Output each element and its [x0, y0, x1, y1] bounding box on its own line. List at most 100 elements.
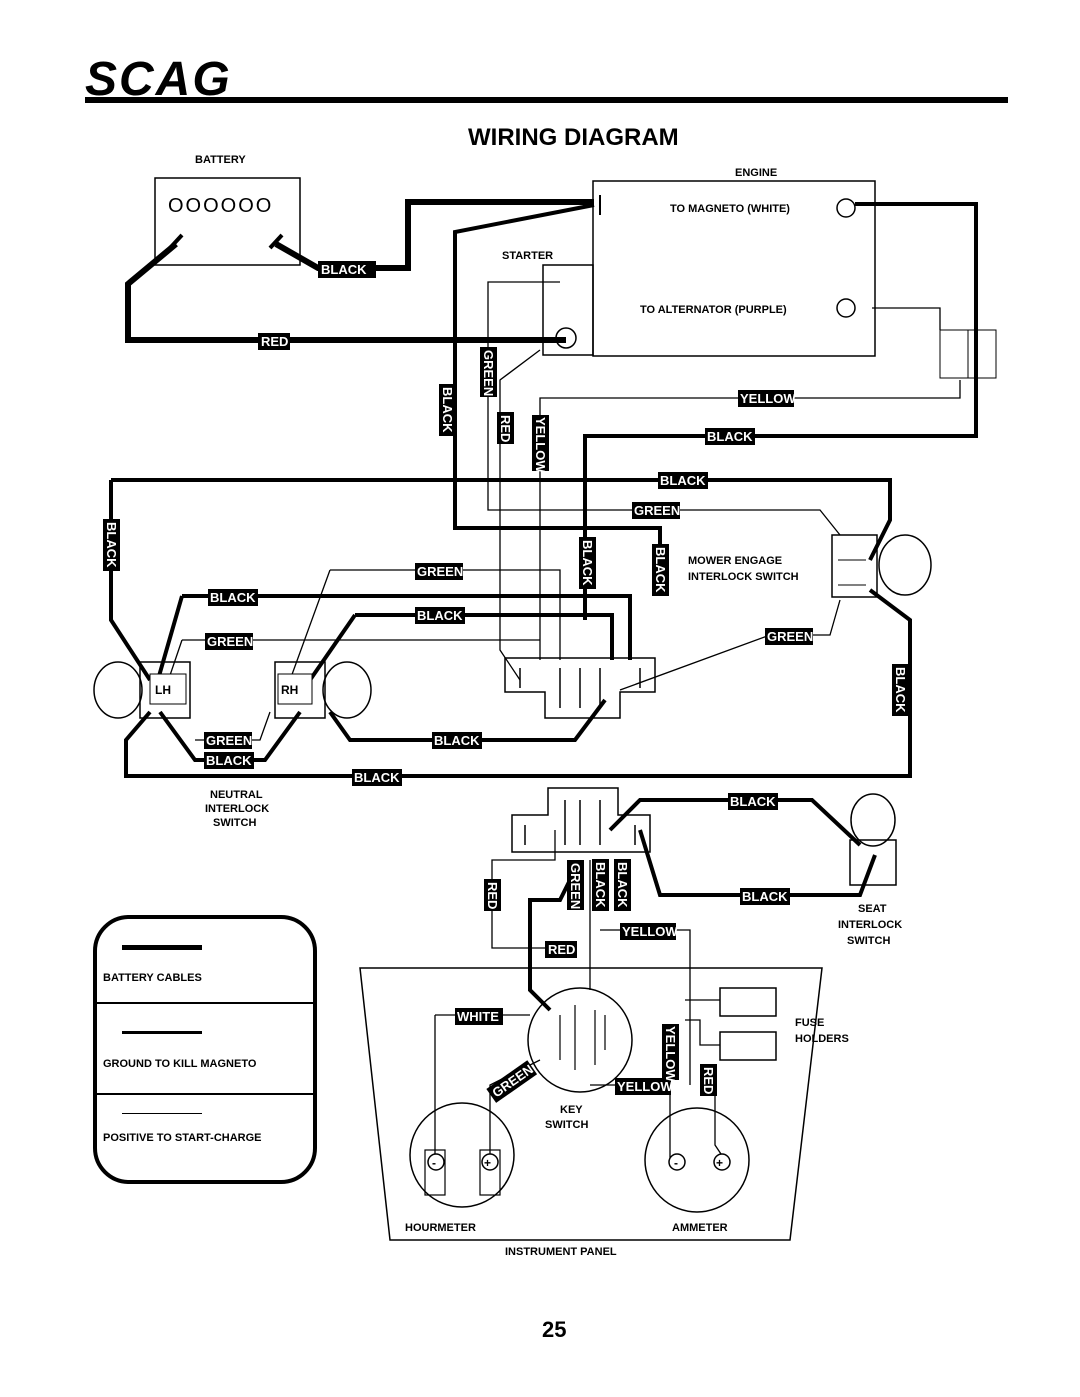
svg-text:BLACK: BLACK — [321, 262, 367, 277]
wire-label-black-v4: BLACK — [652, 544, 669, 596]
seat-label-2: INTERLOCK — [838, 919, 902, 931]
neutral-label-1: NEUTRAL — [210, 789, 263, 801]
svg-text:+: + — [484, 1156, 491, 1170]
wire-label-yellow-v1: YELLOW — [532, 415, 549, 473]
battery-cells: OOOOOO — [168, 195, 273, 217]
key-switch — [527, 987, 633, 1093]
wire-label-black-top: BLACK — [658, 472, 708, 489]
wire-label-red-battery: RED — [258, 333, 290, 350]
wire-label-black-seat-lower: BLACK — [740, 888, 790, 905]
wire-label-black-v7: BLACK — [614, 859, 631, 911]
wire-label-green-top: GREEN — [632, 502, 680, 519]
svg-text:YELLOW: YELLOW — [663, 1026, 678, 1082]
wire-label-black-rh-lower: BLACK — [432, 732, 482, 749]
hourmeter: - + — [409, 1102, 515, 1208]
svg-text:-: - — [432, 1156, 436, 1170]
svg-text:YELLOW: YELLOW — [617, 1079, 673, 1094]
svg-text:-: - — [674, 1156, 678, 1170]
starter — [542, 264, 594, 356]
wire-label-green-lh: GREEN — [205, 633, 253, 650]
svg-text:GREEN: GREEN — [207, 634, 253, 649]
to-magneto-label: TO MAGNETO (WHITE) — [670, 203, 790, 215]
seat-label-3: SWITCH — [847, 935, 890, 947]
svg-text:BLACK: BLACK — [210, 590, 256, 605]
wire-label-black-lh-lower: BLACK — [204, 752, 254, 769]
wire-label-green-v2: GREEN — [567, 860, 584, 910]
legend-swatch-positive — [122, 1113, 202, 1114]
legend-positive: POSITIVE TO START-CHARGE — [103, 1132, 262, 1144]
svg-text:GREEN: GREEN — [489, 1062, 535, 1101]
wire-label-red-v1: RED — [497, 412, 514, 444]
mower-engage-switch — [831, 534, 932, 598]
svg-text:BLACK: BLACK — [417, 608, 463, 623]
instrument-panel — [359, 967, 823, 1241]
relay-block-upper — [504, 657, 656, 719]
seat-label-1: SEAT — [858, 903, 887, 915]
key-label-1: KEY — [560, 1104, 583, 1116]
svg-text:BLACK: BLACK — [893, 667, 908, 713]
seat-interlock-switch — [849, 793, 897, 886]
svg-text:BLACK: BLACK — [615, 862, 630, 908]
magneto-terminal — [836, 198, 856, 218]
wire-label-red-v2: RED — [484, 879, 501, 911]
wire-label-black-battery: BLACK — [318, 261, 376, 278]
wire-label-green-v3: GREEN — [486, 1060, 538, 1103]
svg-text:RED: RED — [498, 415, 513, 442]
mower-engage-label-1: MOWER ENGAGE — [688, 555, 782, 567]
wire-labels: BLACK RED YELLOW BLACK BLACK GREEN GREEN… — [204, 261, 813, 1095]
wire-label-white: WHITE — [455, 1008, 503, 1025]
svg-text:GREEN: GREEN — [481, 350, 496, 396]
wire-label-black-loop: BLACK — [352, 769, 402, 786]
diagram-title: WIRING DIAGRAM — [468, 124, 679, 151]
wire-label-red-v3: RED — [700, 1064, 717, 1096]
legend-ground: GROUND TO KILL MAGNETO — [103, 1058, 257, 1070]
svg-text:RED: RED — [701, 1067, 716, 1094]
svg-text:YELLOW: YELLOW — [533, 417, 548, 473]
svg-text:YELLOW: YELLOW — [622, 924, 678, 939]
wire-label-green-mower: GREEN — [765, 628, 813, 645]
svg-text:BLACK: BLACK — [660, 473, 706, 488]
lh-label: LH — [155, 683, 171, 697]
svg-text:BLACK: BLACK — [206, 753, 252, 768]
svg-text:GREEN: GREEN — [634, 503, 680, 518]
svg-text:BLACK: BLACK — [707, 429, 753, 444]
relay-block-lower — [511, 787, 651, 853]
wire-label-red-key: RED — [545, 941, 577, 958]
wire-label-black-v2: BLACK — [103, 519, 120, 571]
svg-text:BLACK: BLACK — [440, 387, 455, 433]
wire-label-yellow-key: YELLOW — [620, 923, 678, 940]
header-rule — [85, 97, 1008, 103]
svg-text:BLACK: BLACK — [593, 862, 608, 908]
engine-label: ENGINE — [735, 167, 777, 179]
wire-label-green-bottom: GREEN — [204, 732, 252, 749]
svg-text:GREEN: GREEN — [206, 733, 252, 748]
svg-text:BLACK: BLACK — [653, 547, 668, 593]
svg-text:BLACK: BLACK — [104, 522, 119, 568]
svg-text:RED: RED — [548, 942, 575, 957]
to-alternator-label: TO ALTERNATOR (PURPLE) — [640, 304, 787, 316]
wire-label-black-v5: BLACK — [892, 664, 909, 716]
lh-neutral-switch: LH — [93, 661, 191, 719]
page-number: 25 — [542, 1317, 566, 1342]
svg-text:RED: RED — [261, 334, 288, 349]
wire-label-black-rh: BLACK — [415, 607, 465, 624]
neutral-label-2: INTERLOCK — [205, 803, 269, 815]
svg-text:RED: RED — [485, 882, 500, 909]
positive-wires — [164, 281, 961, 1161]
alternator-terminal — [836, 298, 856, 318]
wire-label-black-magneto: BLACK — [705, 428, 755, 445]
wire-label-black-v3: BLACK — [579, 537, 596, 589]
svg-text:GREEN: GREEN — [417, 564, 463, 579]
mower-engage-label-2: INTERLOCK SWITCH — [688, 571, 799, 583]
ammeter: - + — [644, 1107, 750, 1213]
legend: BATTERY CABLES GROUND TO KILL MAGNETO PO… — [93, 915, 317, 1184]
key-label-2: SWITCH — [545, 1119, 588, 1131]
ammeter-label: AMMETER — [672, 1222, 728, 1234]
svg-text:BLACK: BLACK — [434, 733, 480, 748]
wire-label-green-mid: GREEN — [415, 563, 463, 580]
wire-label-black-seat: BLACK — [728, 793, 778, 810]
wire-label-black-v6: BLACK — [592, 859, 609, 911]
battery-positive-terminal — [268, 233, 284, 250]
rh-neutral-switch: RH — [274, 661, 372, 719]
